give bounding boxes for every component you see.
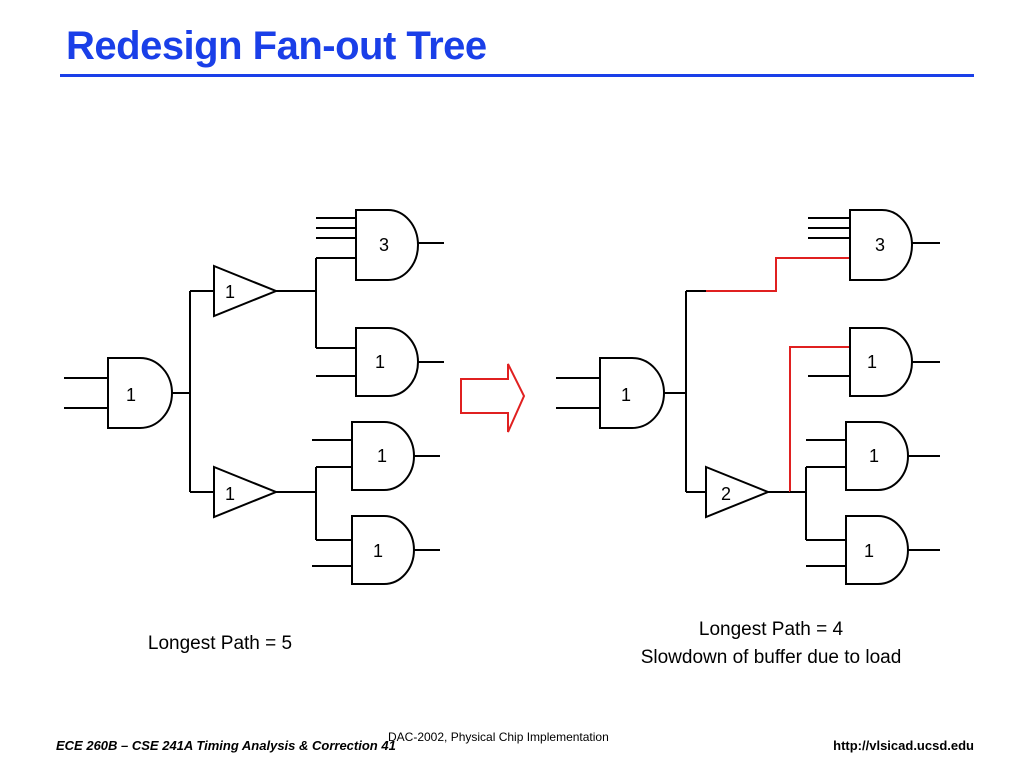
footer-url: http://vlsicad.ucsd.edu xyxy=(833,738,974,753)
right-caption-line2: Slowdown of buffer due to load xyxy=(640,647,902,668)
left-gate-top-label: 3 xyxy=(379,235,389,255)
left-gate-top xyxy=(355,209,419,281)
left-gate-low1-label: 1 xyxy=(377,446,387,466)
footer-conference: DAC-2002, Physical Chip Implementation xyxy=(388,730,609,744)
left-gate-mid-label: 1 xyxy=(375,352,385,372)
left-caption: Longest Path = 5 xyxy=(147,633,293,654)
right-root-gate-label: 1 xyxy=(621,385,631,405)
right-gate-low2 xyxy=(845,515,909,585)
right-gate-low2-label: 1 xyxy=(864,541,874,561)
title-underline xyxy=(60,74,974,77)
left-buffer-bottom xyxy=(213,465,279,519)
right-highlight-wire-top xyxy=(706,257,850,292)
right-caption-line1: Longest Path = 4 xyxy=(698,619,844,640)
slide-title: Redesign Fan-out Tree xyxy=(66,24,487,68)
left-buffer-bottom-label: 1 xyxy=(225,484,235,504)
right-buffer xyxy=(705,465,771,519)
right-gate-low1-label: 1 xyxy=(869,446,879,466)
right-root-and-gate xyxy=(599,357,665,429)
left-buffer-top xyxy=(213,264,279,318)
left-root-gate-label: 1 xyxy=(126,385,136,405)
transform-arrow xyxy=(460,363,526,433)
right-gate-mid xyxy=(849,327,913,397)
left-gate-low1 xyxy=(351,421,415,491)
left-gate-low2-label: 1 xyxy=(373,541,383,561)
right-gate-top xyxy=(849,209,913,281)
left-buffer-top-label: 1 xyxy=(225,282,235,302)
right-highlight-wire-mid xyxy=(789,346,850,492)
right-buffer-label: 2 xyxy=(721,484,731,504)
left-root-and-gate xyxy=(107,357,173,429)
footer-course: ECE 260B – CSE 241A Timing Analysis & Co… xyxy=(56,738,396,753)
right-gate-top-label: 3 xyxy=(875,235,885,255)
left-gate-low2 xyxy=(351,515,415,585)
right-gate-low1 xyxy=(845,421,909,491)
left-gate-mid xyxy=(355,327,419,397)
right-gate-mid-label: 1 xyxy=(867,352,877,372)
